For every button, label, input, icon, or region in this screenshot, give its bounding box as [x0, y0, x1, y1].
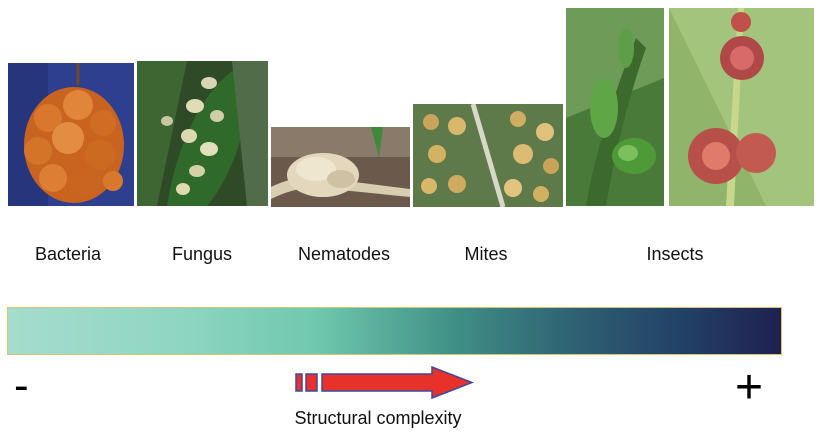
nematode-gall-photo	[271, 127, 410, 207]
mite-gall-photo	[413, 104, 563, 207]
label-mites: Mites	[464, 244, 508, 264]
right-arrow-icon	[295, 366, 475, 400]
bacterial-gall-photo	[8, 63, 134, 206]
complexity-gradient-bar	[7, 307, 782, 355]
insect-gall-photos	[566, 8, 814, 206]
structural-complexity-caption: Structural complexity	[294, 408, 462, 428]
fungal-gall-photo	[137, 61, 268, 206]
low-complexity-sign: -	[14, 361, 29, 410]
high-complexity-sign: +	[735, 361, 764, 414]
label-bacteria: Bacteria	[34, 244, 102, 264]
label-nematodes: Nematodes	[297, 244, 391, 264]
label-insects: Insects	[646, 244, 704, 264]
label-fungus: Fungus	[171, 244, 233, 264]
